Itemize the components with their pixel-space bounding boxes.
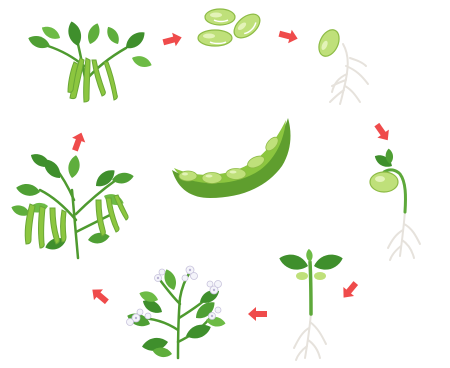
bean-seed (205, 9, 235, 25)
roots (330, 44, 368, 104)
pod-shell (172, 118, 290, 198)
roots (388, 210, 420, 260)
bean-seed (370, 172, 398, 192)
stage-germinating-seed (315, 27, 368, 104)
bean-seed (315, 27, 343, 60)
cycle-arrow (161, 31, 183, 49)
cycle-arrow (338, 279, 361, 303)
cycle-arrow (68, 130, 88, 153)
cycle-arrow (248, 307, 267, 321)
cotyledon (296, 272, 308, 280)
stage-flowering-plant (125, 266, 226, 359)
seedling-stem (310, 262, 311, 314)
stage-young-plant-with-pods (10, 150, 135, 258)
stage-seeds (198, 9, 264, 46)
bean-seed (198, 30, 232, 46)
cycle-arrow (371, 121, 393, 145)
cycle-arrow (88, 284, 112, 307)
roots (294, 312, 326, 360)
stage-seedling (277, 249, 344, 360)
stage-mature-plant-with-pods (26, 20, 153, 102)
center-open-bean-pod (172, 118, 290, 198)
stage-sprout (370, 148, 420, 260)
cotyledon (314, 272, 326, 280)
seedling-leaf (312, 251, 344, 272)
seedling-leaf (306, 249, 313, 263)
hanging-pods (68, 58, 117, 102)
seedling-leaf (277, 251, 309, 272)
cycle-arrow (277, 27, 299, 45)
